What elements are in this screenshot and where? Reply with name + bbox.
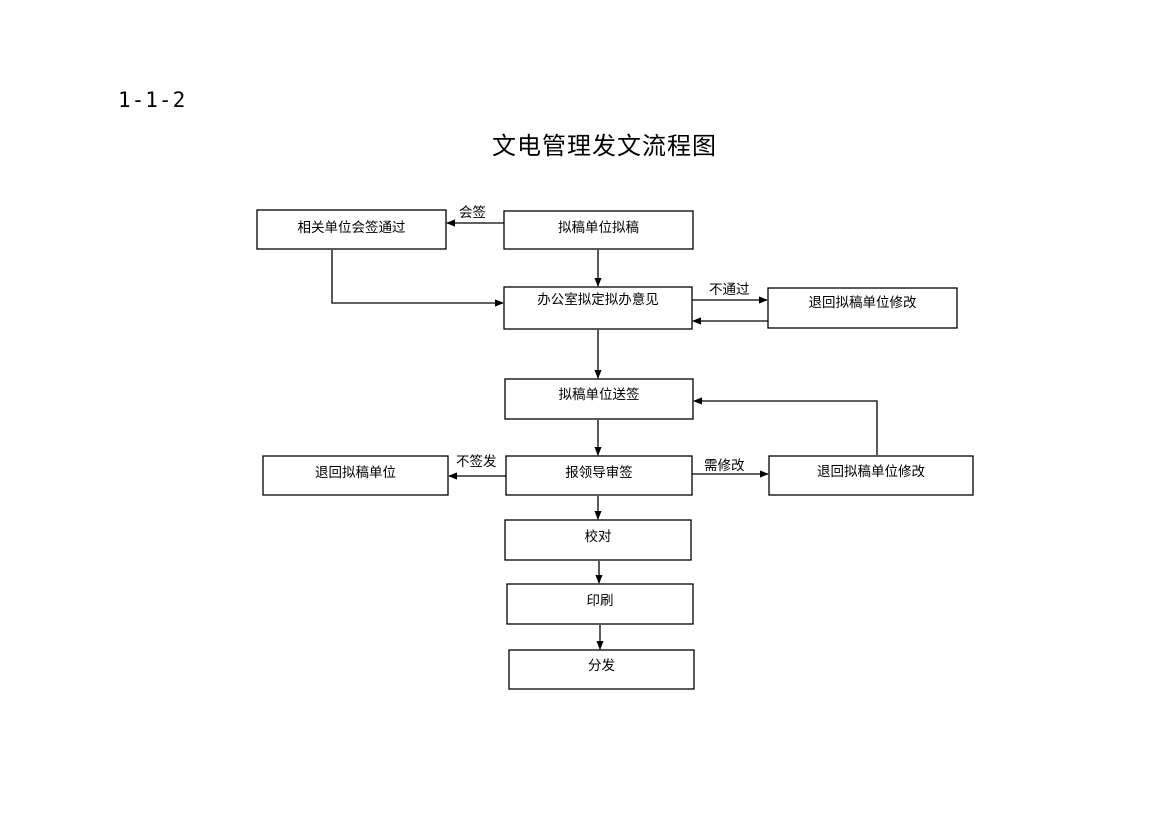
node-leader-review-label: 报领导审签 bbox=[565, 464, 633, 481]
node-return-modify-2-label: 退回拟稿单位修改 bbox=[817, 464, 925, 480]
document-code: 1-1-2 bbox=[118, 88, 187, 112]
node-office-opinion-label: 办公室拟定拟办意见 bbox=[537, 291, 659, 308]
node-send-sign-label: 拟稿单位送签 bbox=[559, 386, 640, 403]
node-return-modify-2: 退回拟稿单位修改 bbox=[768, 455, 974, 496]
node-proofread-label: 校对 bbox=[585, 528, 612, 545]
node-send-sign: 拟稿单位送签 bbox=[504, 378, 694, 420]
label-not-sign: 不签发 bbox=[456, 453, 497, 470]
node-return-modify-1-label: 退回拟稿单位修改 bbox=[809, 295, 917, 311]
arrow-related-sign-to-office bbox=[331, 250, 504, 307]
node-return-modify-1: 退回拟稿单位修改 bbox=[767, 287, 958, 329]
page-title: 文电管理发文流程图 bbox=[492, 132, 717, 160]
node-draft: 拟稿单位拟稿 bbox=[503, 210, 694, 250]
node-leader-review: 报领导审签 bbox=[505, 455, 693, 496]
node-proofread: 校对 bbox=[504, 519, 692, 561]
node-draft-label: 拟稿单位拟稿 bbox=[558, 220, 639, 236]
node-distribute: 分发 bbox=[508, 649, 695, 690]
node-return-unit: 退回拟稿单位 bbox=[262, 455, 449, 496]
node-print-label: 印刷 bbox=[587, 593, 614, 609]
label-need-modify: 需修改 bbox=[704, 458, 745, 474]
node-print: 印刷 bbox=[506, 583, 694, 625]
label-countersign: 会签 bbox=[459, 204, 486, 221]
node-related-sign: 相关单位会签通过 bbox=[256, 209, 447, 250]
node-related-sign-label: 相关单位会签通过 bbox=[298, 219, 406, 236]
node-return-unit-label: 退回拟稿单位 bbox=[315, 465, 396, 481]
node-office-opinion: 办公室拟定拟办意见 bbox=[503, 286, 693, 330]
label-not-pass: 不通过 bbox=[709, 282, 750, 298]
node-distribute-label: 分发 bbox=[588, 658, 616, 674]
arrow-return-modify-to-send-sign bbox=[693, 397, 878, 455]
